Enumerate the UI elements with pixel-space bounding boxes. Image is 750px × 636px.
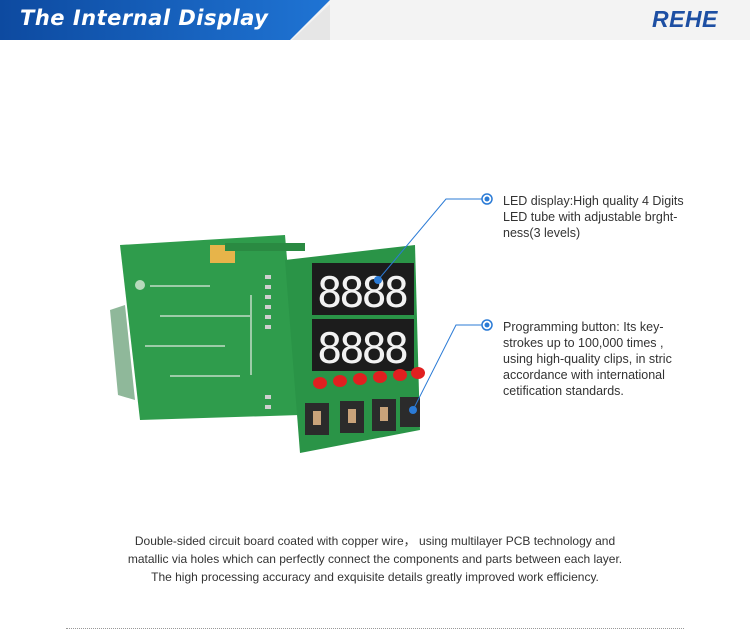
caption-line: The high processing accuracy and exquisi…: [151, 570, 599, 584]
brand-logo: REHE: [652, 6, 718, 32]
status-leds: [313, 367, 425, 389]
caption-line: matallic via holes which can perfectly c…: [127, 552, 623, 566]
top-display-digits: 8888: [317, 268, 409, 317]
programming-button-callout: Programming button: Its key- strokes up …: [503, 319, 738, 399]
led-callout-line: [377, 198, 487, 281]
caption-line: Double-sided circuit board coated with c…: [134, 534, 616, 548]
button-callout-target: [409, 406, 417, 414]
pcb-top-board: [225, 243, 305, 251]
led-display-callout: LED display:High quality 4 Digits LED tu…: [503, 193, 738, 241]
programming-buttons: [305, 397, 420, 435]
pcb-side-board: [120, 235, 300, 420]
button-callout-line: [412, 324, 487, 411]
callout-line: strokes up to 100,000 times ,: [503, 336, 664, 350]
pcb-edge-connector: [110, 305, 135, 400]
pin-header: [265, 275, 271, 409]
callout-line: Programming button: Its key-: [503, 320, 664, 334]
description-caption: Double-sided circuit board coated with c…: [80, 532, 670, 586]
bottom-display-digits: 8888: [317, 324, 409, 373]
callout-line: LED tube with adjustable brght-: [503, 210, 678, 224]
circuit-board-image: 8888 8888: [110, 235, 425, 453]
callout-line: accordance with international: [503, 368, 665, 382]
callout-line: cetification standards.: [503, 384, 624, 398]
footer-divider: [66, 628, 684, 629]
callout-line: LED display:High quality 4 Digits: [503, 194, 684, 208]
led-display-bottom: [312, 319, 414, 371]
callout-line: using high-quality clips, in stric: [503, 352, 672, 366]
page-title: The Internal Display: [20, 6, 269, 30]
led-callout-target: [374, 276, 382, 284]
header-bar: The Internal Display REHE: [0, 0, 750, 40]
pcb-traces: [135, 280, 252, 377]
title-banner: [0, 0, 330, 40]
led-display-top: [312, 263, 414, 315]
callout-line: ness(3 levels): [503, 226, 581, 240]
